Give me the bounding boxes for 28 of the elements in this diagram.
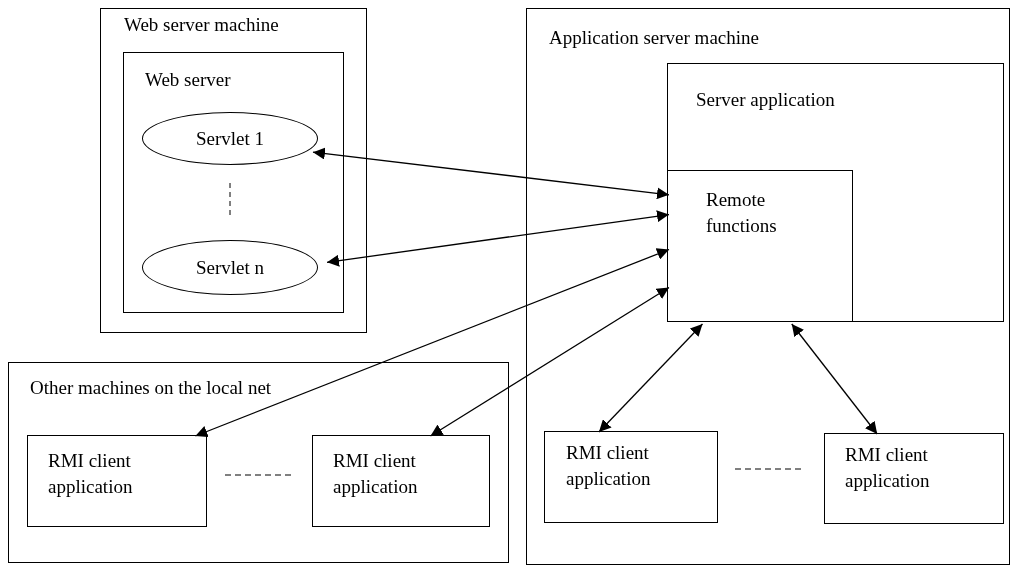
double-arrow <box>429 286 670 437</box>
node-label: Remote functions <box>706 188 778 238</box>
functions-box <box>667 170 853 322</box>
client-box <box>312 435 490 527</box>
node-label: RMI client application <box>845 443 931 493</box>
client-box <box>544 431 718 523</box>
server-box <box>123 52 344 313</box>
double-arrow <box>312 147 670 200</box>
machine-box <box>100 8 367 333</box>
node-label: Servlet 1 <box>195 126 265 151</box>
network-box <box>8 362 509 563</box>
machine-box <box>526 8 1010 565</box>
double-arrow <box>598 323 704 433</box>
client-box <box>27 435 207 527</box>
node-label: RMI client application <box>566 441 652 491</box>
double-arrow <box>326 210 670 267</box>
node-label: RMI client application <box>48 449 134 499</box>
application-box <box>667 63 1004 322</box>
node-label: Server application <box>696 88 836 112</box>
node-label: Application server machine <box>549 26 760 50</box>
node-label: RMI client application <box>333 449 419 499</box>
client-box <box>824 433 1004 524</box>
double-arrow <box>194 248 670 438</box>
double-arrow <box>791 323 878 435</box>
node-label: Servlet n <box>195 255 265 280</box>
node-label: Web server <box>145 68 232 92</box>
node-label: Other machines on the local net <box>30 376 273 400</box>
node-label: Web server machine <box>124 13 280 37</box>
